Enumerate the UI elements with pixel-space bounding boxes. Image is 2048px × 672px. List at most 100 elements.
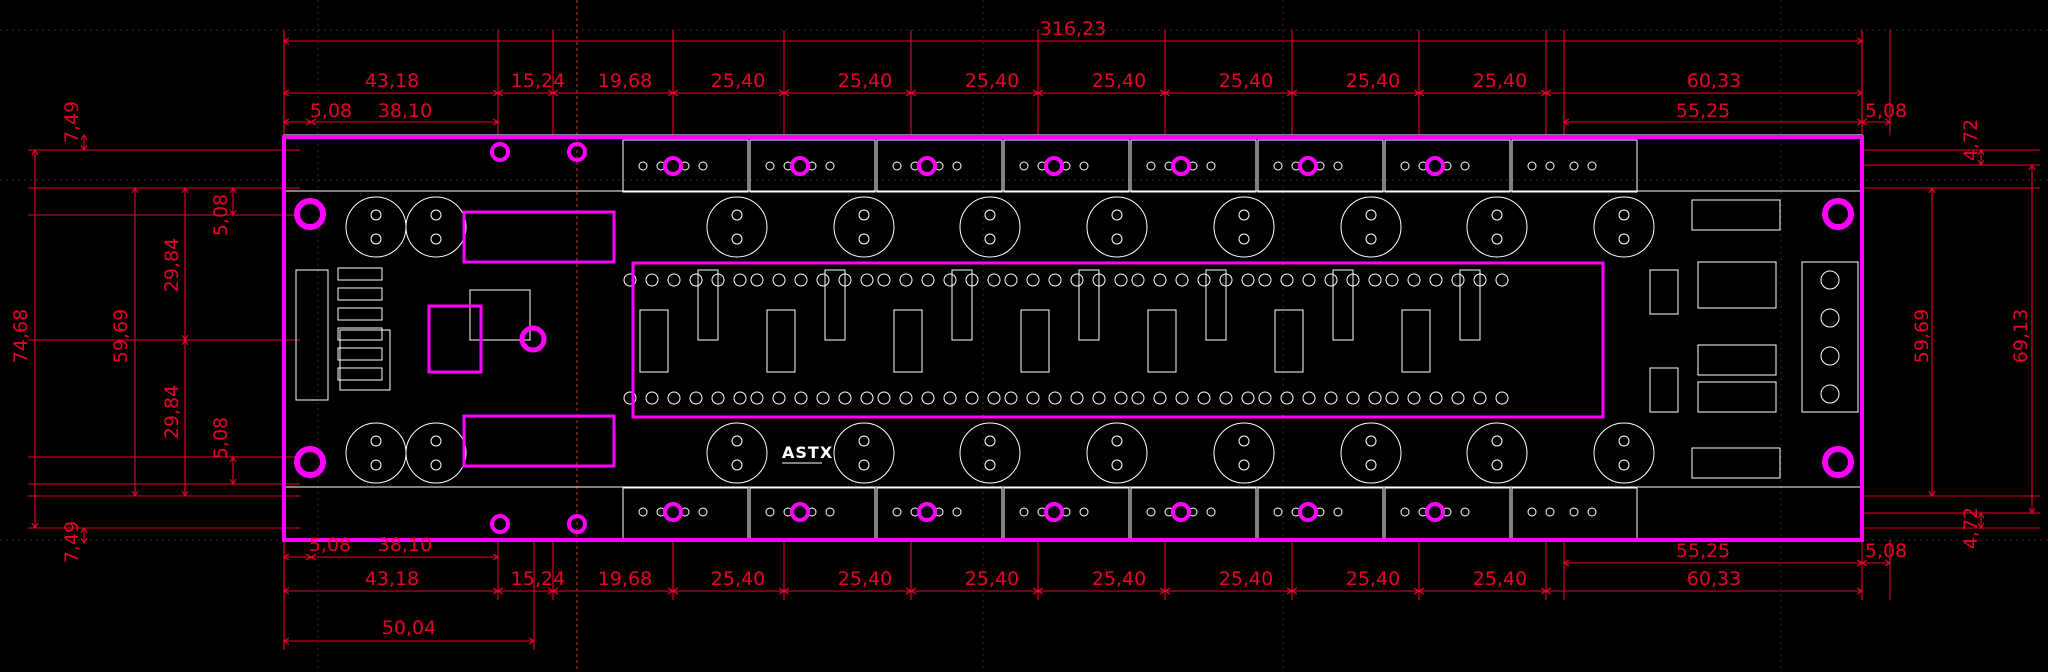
dim-bottom-5-08-right: 5,08	[1865, 540, 1907, 562]
pad	[1618, 435, 1630, 447]
pad	[1241, 273, 1255, 287]
pad	[772, 391, 786, 405]
pad	[1153, 273, 1167, 287]
pad	[638, 507, 648, 517]
pad	[1153, 391, 1167, 405]
dim-right-69-13: 69,13	[2010, 309, 2032, 363]
pad	[1238, 435, 1250, 447]
driver-outline	[427, 304, 483, 374]
pad	[1238, 459, 1250, 471]
terminal-screw	[1820, 270, 1840, 290]
transistor-footprint	[1511, 487, 1638, 541]
pad	[645, 391, 659, 405]
pad	[689, 273, 703, 287]
pad	[860, 273, 874, 287]
pad	[1219, 273, 1233, 287]
resistor	[697, 269, 719, 341]
pad	[750, 273, 764, 287]
pad	[1114, 273, 1128, 287]
pad	[984, 233, 996, 245]
resistor	[1459, 269, 1481, 341]
pad	[1019, 161, 1029, 171]
capacitor	[1086, 196, 1148, 258]
pad	[1460, 161, 1470, 171]
mounting-hole	[294, 198, 326, 230]
pad	[858, 209, 870, 221]
pad	[1004, 273, 1018, 287]
pad	[1365, 459, 1377, 471]
capacitor	[833, 196, 895, 258]
pad	[987, 391, 1001, 405]
output-pad	[1298, 502, 1318, 522]
pad	[1429, 391, 1443, 405]
mounting-hole	[1822, 446, 1854, 478]
pad	[1368, 391, 1382, 405]
resistor	[337, 347, 383, 361]
heatsink-outline-bottom	[462, 414, 616, 468]
resistor	[1697, 344, 1777, 376]
pad	[733, 391, 747, 405]
output-pad	[790, 156, 810, 176]
transistor-footprint	[749, 487, 876, 541]
transistor-footprint	[1257, 139, 1384, 193]
pad	[965, 391, 979, 405]
output-pad	[790, 502, 810, 522]
pad	[1333, 161, 1343, 171]
pad	[430, 233, 442, 245]
pad	[816, 391, 830, 405]
transistor-footprint	[622, 487, 749, 541]
pad	[1079, 507, 1089, 517]
resistor	[1078, 269, 1100, 341]
capacitor	[1086, 422, 1148, 484]
pad	[858, 459, 870, 471]
pad	[1495, 273, 1509, 287]
inductor	[1697, 261, 1777, 309]
dim-top-pitch-2: 25,40	[838, 70, 892, 92]
pad	[1238, 233, 1250, 245]
pad	[623, 273, 637, 287]
resistor	[893, 309, 923, 373]
dim-bottom-5-08-left: 5,08	[309, 534, 351, 556]
capacitor	[405, 196, 467, 258]
pad	[1197, 273, 1211, 287]
terminal-screw	[1820, 346, 1840, 366]
pad	[952, 161, 962, 171]
output-pad	[1425, 156, 1445, 176]
pad	[1092, 273, 1106, 287]
pad	[765, 161, 775, 171]
dim-top-pitch-7: 25,40	[1473, 70, 1527, 92]
pad	[370, 459, 382, 471]
resistor	[337, 367, 383, 381]
pad	[370, 209, 382, 221]
dim-bottom-19-68: 19,68	[598, 568, 652, 590]
pad	[877, 273, 891, 287]
rail-pad	[567, 514, 587, 534]
capacitor	[345, 196, 407, 258]
capacitor	[1340, 196, 1402, 258]
pad	[1429, 273, 1443, 287]
chip	[339, 329, 391, 391]
capacitor	[706, 422, 768, 484]
transistor-footprint	[1003, 487, 1130, 541]
pad	[731, 233, 743, 245]
pad	[750, 391, 764, 405]
transistor-footprint	[876, 487, 1003, 541]
rail-pad	[490, 514, 510, 534]
output-pad	[1425, 502, 1445, 522]
pad	[1146, 507, 1156, 517]
resistor	[1332, 269, 1354, 341]
pad	[1131, 273, 1145, 287]
pad	[1238, 209, 1250, 221]
pad	[1346, 391, 1360, 405]
capacitor	[959, 422, 1021, 484]
capacitor	[1340, 422, 1402, 484]
resistor	[1020, 309, 1050, 373]
output-pad	[1044, 156, 1064, 176]
pad	[1324, 391, 1338, 405]
resistor	[1401, 309, 1431, 373]
dim-left-29-84-upper: 29,84	[161, 238, 183, 292]
resistor	[824, 269, 846, 341]
capacitor	[1593, 196, 1655, 258]
pad	[1587, 507, 1597, 517]
